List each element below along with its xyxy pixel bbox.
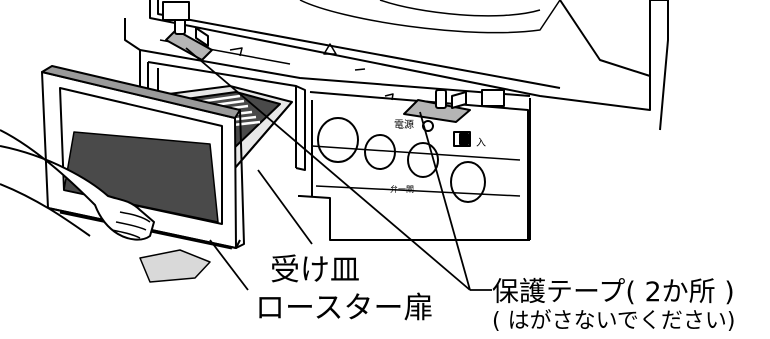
label-roaster-door: ロースター扉 bbox=[255, 291, 434, 326]
knob-3 bbox=[407, 142, 439, 178]
door-shadow bbox=[139, 249, 211, 283]
panel-on-text: 入 bbox=[476, 138, 486, 149]
stove-body bbox=[124, 0, 669, 241]
roaster-door bbox=[41, 65, 245, 250]
leader-lines bbox=[185, 47, 492, 291]
label-do-not-remove: ( はがさないでください) bbox=[492, 309, 736, 334]
knob-4 bbox=[450, 161, 486, 203]
knob-1 bbox=[317, 117, 359, 163]
label-drip-tray: 受け皿 bbox=[270, 253, 360, 288]
knob-2 bbox=[364, 134, 396, 170]
panel-sub-text: 弁一閘 bbox=[390, 184, 414, 194]
power-switch bbox=[453, 131, 471, 147]
tape-left bbox=[165, 29, 213, 61]
control-panel bbox=[309, 91, 529, 240]
label-protective-tape: 保護テープ( 2か所 ) bbox=[492, 277, 735, 308]
panel-power-text: 電源 bbox=[394, 118, 414, 131]
hand-illustration bbox=[0, 129, 155, 241]
